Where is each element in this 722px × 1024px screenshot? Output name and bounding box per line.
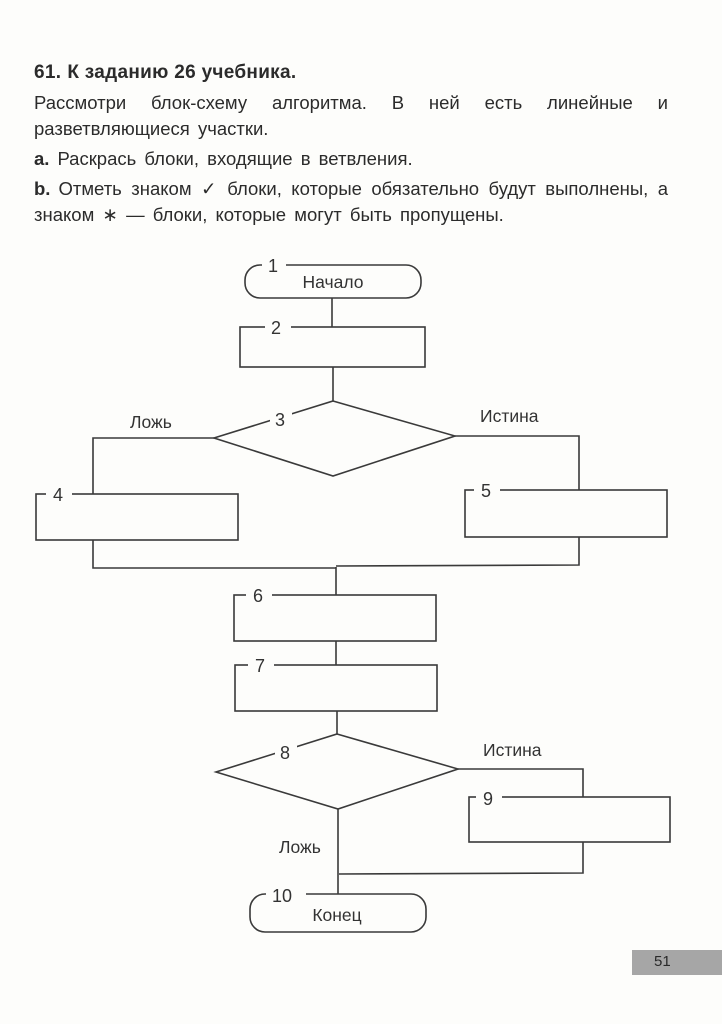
block-2-process[interactable]: 2 <box>239 318 426 368</box>
branch-3-false <box>92 437 214 494</box>
block-2-number: 2 <box>271 318 281 338</box>
task-item-b: b.Отметь знаком ✓ блоки, которые обязате… <box>34 176 668 227</box>
block-8-false-label: Ложь <box>279 837 321 857</box>
block-8-number: 8 <box>280 743 290 763</box>
block-1-label: Начало <box>303 272 364 292</box>
block-10-end[interactable]: 10 Конец <box>249 886 427 933</box>
block-3-number: 3 <box>275 410 285 430</box>
task-title: К заданию 26 учебника. <box>67 62 297 83</box>
merge-4 <box>92 540 336 569</box>
branch-8-true <box>458 768 584 797</box>
page-number-tab: 51 <box>632 950 722 975</box>
block-5-process[interactable]: 5 <box>464 481 668 538</box>
task-intro: Рассмотри блок-схему алгоритма. В ней ес… <box>34 90 668 141</box>
block-6-number: 6 <box>253 586 263 606</box>
task-header: 61.К заданию 26 учебника. <box>34 62 296 84</box>
item-a-text: Раскрась блоки, входящие в ветвления. <box>57 148 413 169</box>
block-3-decision[interactable]: 3 <box>211 400 458 477</box>
block-4-number: 4 <box>53 485 63 505</box>
connectors <box>92 298 584 894</box>
intro-line-2: разветвляющиеся участки. <box>34 117 269 139</box>
task-number: 61. <box>34 62 62 83</box>
block-7-process[interactable]: 7 <box>234 656 438 712</box>
intro-line-1: Рассмотри блок-схему алгоритма. В ней ес… <box>34 92 668 113</box>
block-9-process[interactable]: 9 <box>468 788 671 843</box>
block-10-label: Конец <box>312 905 361 925</box>
item-b-marker: b. <box>34 178 51 199</box>
block-1-start[interactable]: 1 Начало <box>244 256 422 299</box>
block-4-process[interactable]: 4 <box>35 485 239 541</box>
block-3-false-label: Ложь <box>130 412 172 432</box>
page-number: 51 <box>654 953 671 970</box>
block-10-number: 10 <box>272 886 292 906</box>
item-a-marker: a. <box>34 148 50 169</box>
block-5-number: 5 <box>481 481 491 501</box>
block-6-process[interactable]: 6 <box>233 586 437 642</box>
block-9-number: 9 <box>483 789 493 809</box>
block-7-number: 7 <box>255 656 265 676</box>
block-1-number: 1 <box>268 256 278 276</box>
block-3-true-label: Истина <box>480 406 539 426</box>
merge-9 <box>338 842 584 875</box>
block-8-true-label: Истина <box>483 740 542 760</box>
merge-5 <box>335 537 580 567</box>
branch-3-true <box>455 435 580 490</box>
task-item-a: a. Раскрась блоки, входящие в ветвления. <box>34 146 668 172</box>
item-b-text: Отметь знаком ✓ блоки, которые обязатель… <box>34 178 668 225</box>
block-8-decision[interactable]: 8 <box>213 733 461 810</box>
